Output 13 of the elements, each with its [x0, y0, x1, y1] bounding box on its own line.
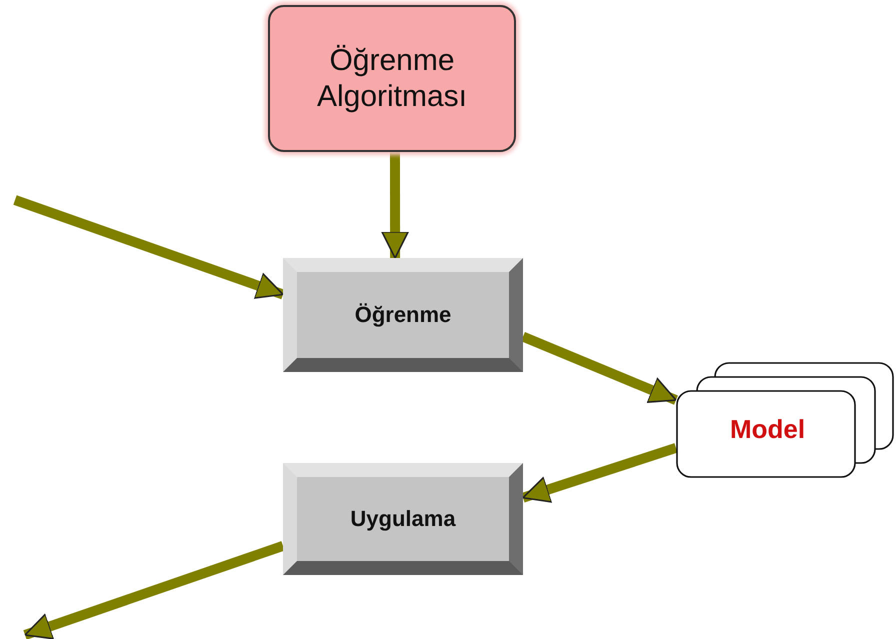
arrow [381, 152, 409, 259]
node-label: Öğrenme Algoritması [316, 42, 468, 114]
arrow [521, 443, 678, 503]
algorithm-box [268, 5, 516, 152]
node-label: Uygulama [350, 506, 456, 532]
arrow [23, 541, 285, 639]
arrow [13, 195, 285, 300]
process-box [283, 258, 523, 372]
arrow [521, 332, 678, 405]
stacked-cards-drawing [676, 360, 895, 478]
process-box [283, 463, 523, 575]
node-label: Model [730, 414, 806, 445]
node-label: Öğrenme [354, 302, 452, 328]
